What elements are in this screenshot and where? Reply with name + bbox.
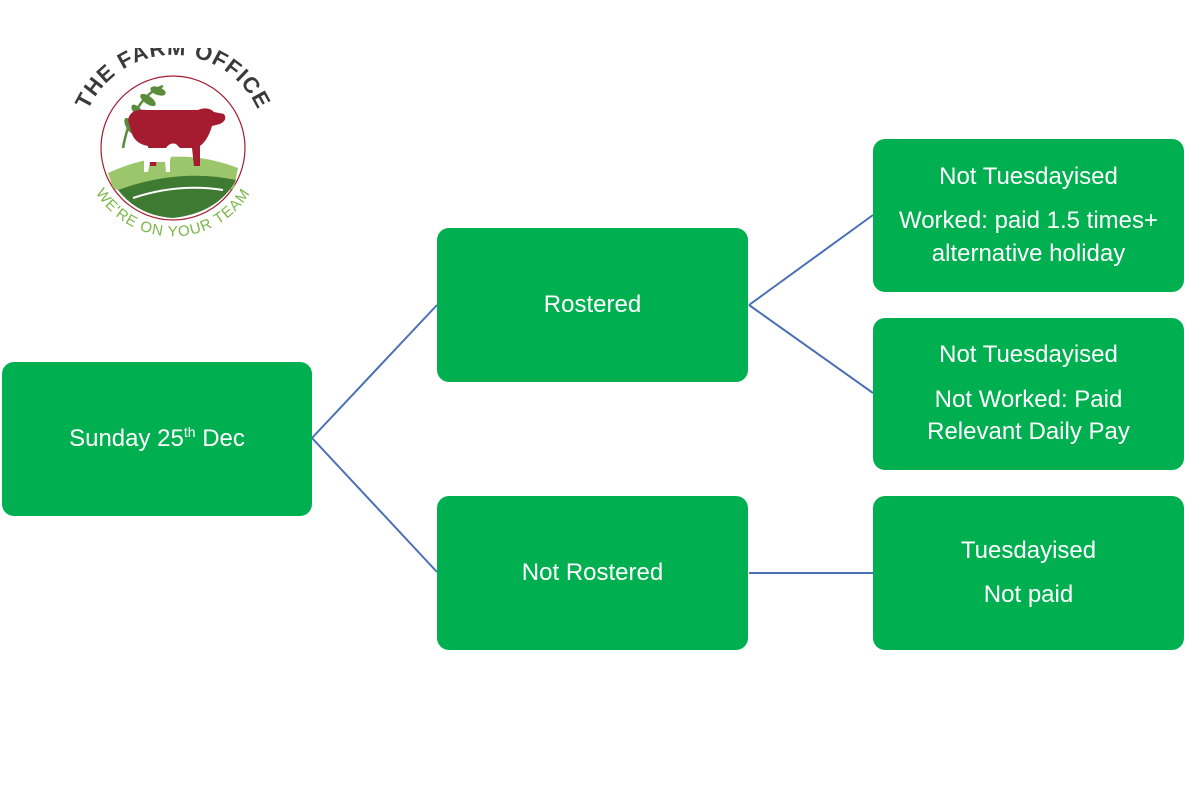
node-rostered-label: Rostered bbox=[543, 290, 642, 318]
connector-root-not-rostered bbox=[311, 437, 438, 573]
fields-icon bbox=[108, 156, 238, 218]
node-sunday-25th-dec: Sunday 25th Dec bbox=[2, 362, 312, 516]
outcome-not-rostered-title: Tuesdayised bbox=[960, 536, 1097, 564]
node-outcome-not-worked: Not Tuesdayised Not Worked: Paid Relevan… bbox=[873, 318, 1184, 470]
outcome-not-worked-line1: Not Worked: Paid bbox=[934, 385, 1123, 413]
connector-rostered-worked bbox=[748, 214, 874, 306]
outcome-worked-line2: alternative holiday bbox=[931, 239, 1126, 267]
logo-ring bbox=[100, 75, 246, 221]
node-outcome-worked: Not Tuesdayised Worked: paid 1.5 times+ … bbox=[873, 139, 1184, 292]
outcome-not-worked-title: Not Tuesdayised bbox=[939, 341, 1118, 369]
calf-icon bbox=[139, 143, 180, 172]
node-rostered: Rostered bbox=[437, 228, 748, 382]
connector-root-rostered bbox=[311, 304, 438, 439]
node-not-rostered: Not Rostered bbox=[437, 496, 748, 650]
outcome-worked-line1: Worked: paid 1.5 times+ bbox=[898, 207, 1159, 235]
node-outcome-not-rostered: Tuesdayised Not paid bbox=[873, 496, 1184, 650]
node-root-label: Sunday 25th Dec bbox=[69, 423, 245, 452]
outcome-worked-title: Not Tuesdayised bbox=[939, 162, 1118, 190]
outcome-not-worked-line2: Relevant Daily Pay bbox=[927, 418, 1130, 446]
connector-rostered-not-worked bbox=[748, 304, 874, 394]
farm-office-logo: THE FARM OFFICE WE'RE ON YOUR TEAM bbox=[70, 48, 275, 240]
node-not-rostered-label: Not Rostered bbox=[521, 558, 664, 586]
outcome-not-rostered-line1: Not paid bbox=[983, 581, 1074, 608]
